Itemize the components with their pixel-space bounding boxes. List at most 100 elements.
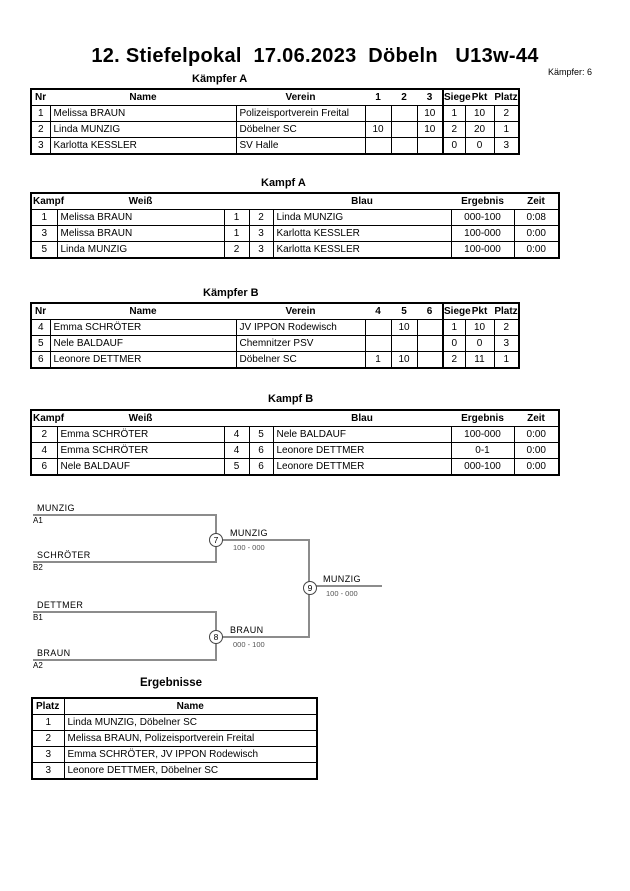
- table-header-row: Platz Name: [32, 698, 317, 715]
- bracket-line: [33, 659, 217, 661]
- cell-score-5: 10: [390, 351, 418, 369]
- col-header-kampf: Kampf: [31, 410, 64, 427]
- cell-platz: 1: [493, 351, 520, 369]
- pool-a-heading: Kämpfer A: [192, 73, 248, 85]
- col-header-1: 1: [365, 89, 391, 106]
- cell-name: Melissa BRAUN, Polizeisportverein Freita…: [63, 730, 318, 747]
- cell-platz: 3: [31, 746, 65, 763]
- pool-b-table: Nr Name Verein 4 5 6 Siege Pkt Platz 4 E…: [30, 302, 520, 369]
- cell-time: 0:00: [513, 442, 560, 459]
- table-header-row: Kampf Weiß Blau Ergebnis Zeit: [31, 193, 559, 210]
- cell-result: 100-000: [450, 426, 515, 443]
- col-header-nr: Nr: [31, 303, 50, 320]
- cell-time: 0:08: [513, 209, 560, 226]
- col-header-empty: [249, 193, 273, 210]
- cell-blue-nr: 5: [248, 426, 274, 443]
- cell-score-5: 10: [390, 319, 418, 336]
- col-header-siege: Siege: [442, 89, 471, 106]
- col-header-ergebnis: Ergebnis: [451, 410, 514, 427]
- cell-white-nr: 4: [223, 442, 250, 459]
- col-header-weiss: Weiß: [57, 410, 224, 427]
- cell-score-2: [390, 121, 418, 138]
- col-header-blau: Blau: [273, 410, 451, 427]
- cell-verein: Döbelner SC: [235, 121, 366, 138]
- bracket-entrant-name: DETTMER: [37, 600, 84, 610]
- cell-siege: 2: [442, 121, 466, 138]
- table-row: 5 Linda MUNZIG 2 3 Karlotta KESSLER 100-…: [30, 241, 560, 259]
- table-row: 3 Melissa BRAUN 1 3 Karlotta KESSLER 100…: [30, 225, 560, 242]
- cell-name: Emma SCHRÖTER, JV IPPON Rodewisch: [63, 746, 318, 763]
- match-number-badge: 8: [209, 630, 223, 644]
- cell-white-nr: 5: [223, 458, 250, 476]
- cell-score-3: [416, 137, 444, 155]
- table-row: 2 Linda MUNZIG Döbelner SC 10 10 2 20 1: [30, 121, 520, 138]
- table-header-row: Nr Name Verein 4 5 6 Siege Pkt Platz: [31, 303, 519, 320]
- table-row: 6 Leonore DETTMER Döbelner SC 1 10 2 11 …: [30, 351, 520, 369]
- cell-verein: Döbelner SC: [235, 351, 366, 369]
- cell-platz: 3: [493, 137, 520, 155]
- col-header-verein: Verein: [236, 303, 365, 320]
- table-row: 4 Emma SCHRÖTER 4 6 Leonore DETTMER 0-1 …: [30, 442, 560, 459]
- cell-white-nr: 1: [223, 225, 250, 242]
- col-header-empty: [224, 193, 249, 210]
- cell-platz: 2: [493, 319, 520, 336]
- col-header-name: Name: [50, 303, 236, 320]
- cell-verein: Polizeisportverein Freital: [235, 105, 366, 122]
- col-header-empty: [224, 410, 249, 427]
- cell-time: 0:00: [513, 241, 560, 259]
- col-header-ergebnis: Ergebnis: [451, 193, 514, 210]
- bracket-match-score: 100 - 000: [233, 543, 265, 552]
- cell-score-1: [364, 137, 392, 155]
- col-header-weiss: Weiß: [57, 193, 224, 210]
- bracket-entrant-seed: A2: [33, 661, 43, 670]
- cell-score-3: 10: [416, 105, 444, 122]
- cell-siege: 0: [442, 137, 466, 155]
- cell-name: Melissa BRAUN: [49, 105, 237, 122]
- cell-siege: 2: [442, 351, 466, 369]
- bracket-winner-name: MUNZIG: [323, 574, 361, 584]
- col-header-3: 3: [417, 89, 443, 106]
- table-row: 4 Emma SCHRÖTER JV IPPON Rodewisch 10 1 …: [30, 319, 520, 336]
- cell-nr: 1: [30, 105, 51, 122]
- bracket-winner-name: MUNZIG: [230, 528, 268, 538]
- cell-score-1: [364, 105, 392, 122]
- cell-score-3: 10: [416, 121, 444, 138]
- cell-blue-nr: 6: [248, 458, 274, 476]
- cell-siege: 1: [442, 319, 466, 336]
- col-header-zeit: Zeit: [514, 193, 559, 210]
- cell-score-2: [390, 137, 418, 155]
- cell-result: 0-1: [450, 442, 515, 459]
- cell-score-4: 1: [364, 351, 392, 369]
- matches-b-heading: Kampf B: [268, 393, 314, 405]
- cell-name: Linda MUNZIG, Döbelner SC: [63, 714, 318, 731]
- cell-score-5: [390, 335, 418, 352]
- cell-pkt: 10: [464, 319, 495, 336]
- cell-kampf-nr: 6: [30, 458, 58, 476]
- match-number-badge: 9: [303, 581, 317, 595]
- cell-nr: 6: [30, 351, 51, 369]
- cell-time: 0:00: [513, 426, 560, 443]
- results-heading: Ergebnisse: [140, 677, 202, 689]
- cell-siege: 0: [442, 335, 466, 352]
- cell-pkt: 0: [464, 137, 495, 155]
- cell-name: Leonore DETTMER: [49, 351, 237, 369]
- cell-nr: 4: [30, 319, 51, 336]
- bracket-winner-name: BRAUN: [230, 625, 264, 635]
- col-header-5: 5: [391, 303, 417, 320]
- cell-siege: 1: [442, 105, 466, 122]
- bracket-entrant-seed: A1: [33, 516, 43, 525]
- matches-b-table: Kampf Weiß Blau Ergebnis Zeit 2 Emma SCH…: [30, 409, 560, 476]
- cell-score-1: 10: [364, 121, 392, 138]
- bracket-match-score: 100 - 000: [326, 589, 358, 598]
- cell-name: Emma SCHRÖTER: [49, 319, 237, 336]
- cell-name: Leonore DETTMER, Döbelner SC: [63, 762, 318, 780]
- cell-blue-nr: 3: [248, 225, 274, 242]
- cell-pkt: 0: [464, 335, 495, 352]
- cell-blue-nr: 6: [248, 442, 274, 459]
- cell-blue-nr: 2: [248, 209, 274, 226]
- col-header-empty: [249, 410, 273, 427]
- cell-white-nr: 1: [223, 209, 250, 226]
- cell-white-name: Linda MUNZIG: [56, 241, 225, 259]
- cell-nr: 5: [30, 335, 51, 352]
